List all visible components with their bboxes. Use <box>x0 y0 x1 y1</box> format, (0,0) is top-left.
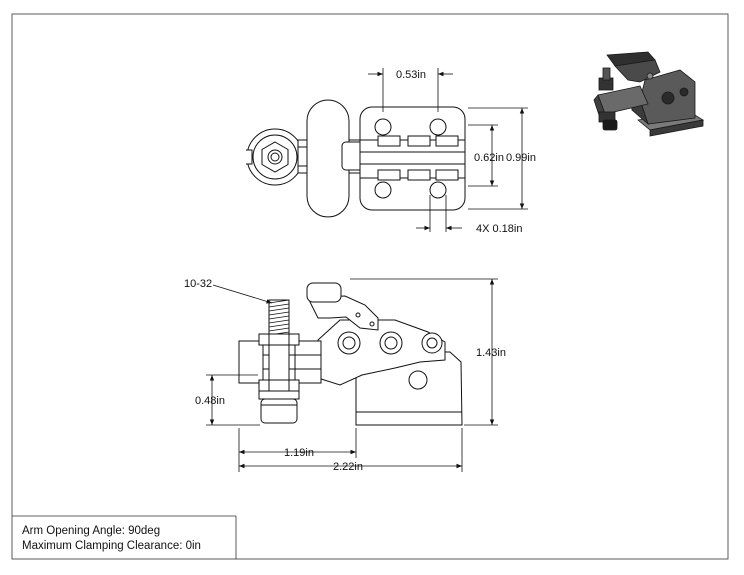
top-nut <box>258 333 300 346</box>
base-plate <box>359 106 466 211</box>
top-view-dimensions <box>368 68 528 232</box>
isometric-preview <box>593 51 705 137</box>
spindle-thread-inner <box>270 152 280 162</box>
side-view-dimensions <box>206 278 498 472</box>
bottom-nut <box>258 379 300 392</box>
note-arm-opening-angle: Arm Opening Angle: 90deg <box>22 525 161 537</box>
handle-grip <box>306 282 342 303</box>
dim-overall-length: 2.22in <box>333 461 363 473</box>
thread-label: 10-32 <box>184 278 212 290</box>
sheet-border <box>11 13 729 560</box>
dim-hole-diameter: 4X 0.18in <box>476 223 522 235</box>
dim-outer-height: 0.99in <box>506 152 536 164</box>
side-view <box>238 282 463 426</box>
spindle-tip <box>260 398 298 424</box>
iso-tip <box>602 119 618 131</box>
base-pivot-hole <box>408 370 428 390</box>
dim-overall-height: 1.43in <box>476 347 506 359</box>
dim-spindle-height: 0.48in <box>195 395 225 407</box>
dim-spindle-offset: 1.19in <box>284 447 314 459</box>
top-view <box>246 99 466 218</box>
dim-inner-height: 0.62in <box>474 152 504 164</box>
dim-hole-spacing-x: 0.53in <box>396 69 426 81</box>
mount-hole <box>374 118 392 136</box>
note-max-clamping-clearance: Maximum Clamping Clearance: 0in <box>22 540 201 552</box>
mount-hole <box>429 118 447 136</box>
mount-hole <box>374 181 392 199</box>
mount-hole <box>429 181 447 199</box>
thread-lines <box>268 299 290 336</box>
ring-slot <box>246 149 253 165</box>
